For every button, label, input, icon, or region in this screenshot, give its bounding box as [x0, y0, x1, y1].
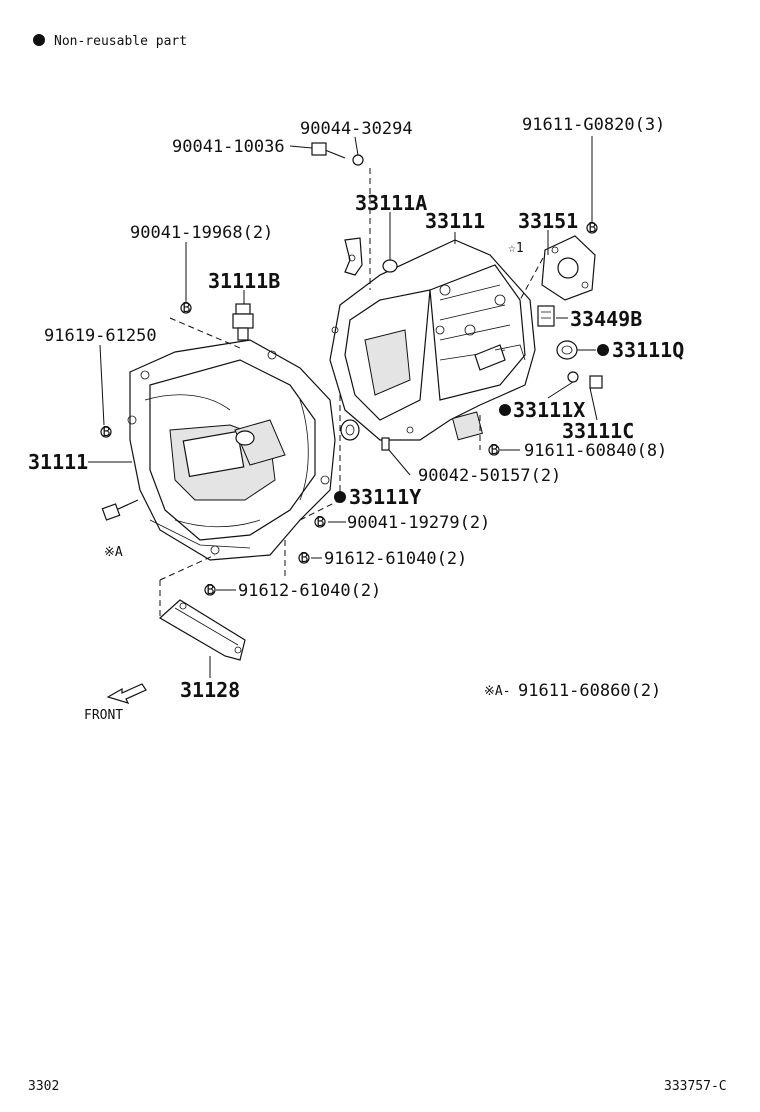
non-reusable-bullet-icon [334, 491, 346, 503]
magnet-33449b [537, 305, 555, 327]
svg-text:B: B [317, 515, 325, 530]
bolt-marker-b-icon: B [488, 443, 500, 458]
svg-text:B: B [301, 551, 309, 566]
breather-plug-31111b [232, 303, 254, 341]
pin-90042-50157 [381, 437, 390, 451]
svg-text:B: B [207, 583, 215, 598]
callout-33111a: 33111A [355, 191, 427, 215]
bolt-marker-b-icon: B [180, 301, 192, 316]
footer-figure-id: 333757-C [664, 1079, 727, 1094]
callout-91611-60840: 91611-60840(8) [524, 441, 667, 461]
callout-mark-a: ※A [104, 545, 123, 560]
callout-31128: 31128 [180, 678, 240, 702]
callout-91612-61040-a: 91612-61040(2) [324, 549, 467, 569]
callout-33111q: 33111Q [612, 338, 684, 362]
callout-90041-19968: 90041-19968(2) [130, 223, 273, 243]
bolt-marker-b-icon: B [314, 515, 326, 530]
bolt-mark-a [101, 499, 139, 521]
callout-91612-61040-b: 91612-61040(2) [238, 581, 381, 601]
plate-31128 [158, 599, 246, 661]
oil-seal-33111y [340, 419, 360, 441]
callout-33111c: 33111C [562, 419, 634, 443]
callout-31111: 31111 [28, 450, 88, 474]
callout-90041-10036: 90041-10036 [172, 137, 285, 157]
bracket-33111a [344, 237, 363, 276]
callout-91619-61250: 91619-61250 [44, 326, 157, 346]
gasket-33111x [567, 371, 579, 383]
svg-text:B: B [183, 301, 191, 316]
note-a-part: 91611-60860(2) [518, 681, 661, 701]
cover-33151 [541, 235, 596, 301]
callout-31111b: 31111B [208, 269, 280, 293]
callout-star-1: ☆1 [508, 241, 524, 256]
clutch-housing-31111 [127, 339, 336, 561]
note-a-prefix: ※A- [484, 684, 511, 699]
non-reusable-bullet-icon [33, 34, 45, 46]
washer-90044-30294 [352, 154, 364, 166]
callout-33151: 33151 [518, 209, 578, 233]
front-arrow-icon [106, 683, 147, 704]
non-reusable-bullet-icon [499, 404, 511, 416]
plug-33111c [589, 375, 603, 389]
callout-33449b: 33449B [570, 307, 642, 331]
callout-90041-19279: 90041-19279(2) [347, 513, 490, 533]
callout-33111: 33111 [425, 209, 485, 233]
svg-text:B: B [491, 443, 499, 458]
seal-ring-33111a [382, 259, 398, 273]
front-label: FRONT [84, 708, 123, 723]
bolt-90041-10036 [311, 142, 346, 159]
oil-seal-33111q [556, 340, 578, 360]
callout-33111x: 33111X [513, 398, 585, 422]
svg-text:B: B [103, 425, 111, 440]
svg-text:B: B [589, 221, 597, 236]
footer-page-number: 3302 [28, 1079, 59, 1094]
bolt-marker-b-icon: B [204, 583, 216, 598]
callout-33111y: 33111Y [349, 485, 421, 509]
bolt-marker-b-icon: B [586, 221, 598, 236]
non-reusable-bullet-icon [597, 344, 609, 356]
bolt-marker-b-icon: B [100, 425, 112, 440]
callout-90042-50157: 90042-50157(2) [418, 466, 561, 486]
transmission-case-33111 [329, 239, 536, 441]
callout-90044-30294: 90044-30294 [300, 119, 413, 139]
callout-91611-g0820: 91611-G0820(3) [522, 115, 665, 135]
bolt-marker-b-icon: B [298, 551, 310, 566]
legend-text: Non-reusable part [54, 34, 187, 49]
